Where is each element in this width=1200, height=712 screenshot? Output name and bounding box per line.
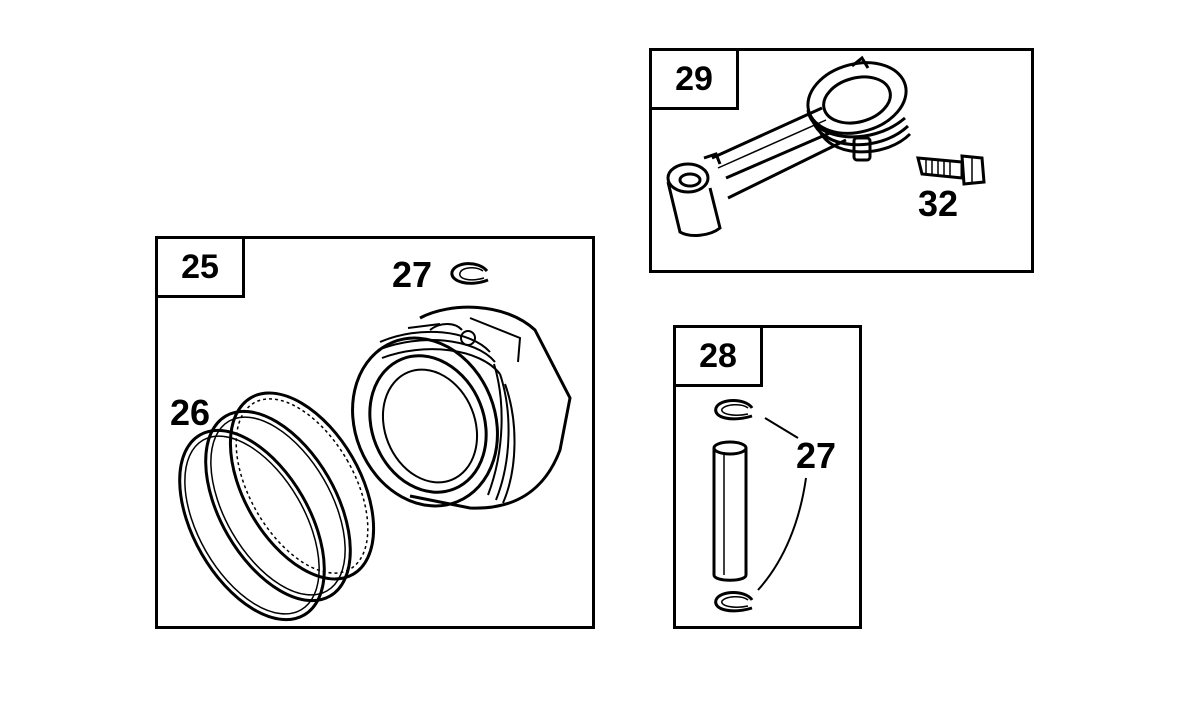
callout-leader-lines (758, 418, 806, 590)
connecting-rod-icon (668, 52, 914, 235)
rod-panel-ref-number: 29 (649, 48, 739, 110)
piston-rings-callout: 26 (170, 392, 211, 433)
retainer-clip-icon (716, 401, 752, 419)
retainer-clip-icon (716, 593, 752, 611)
piston-pin-icon (714, 442, 746, 580)
pin-panel-ref-number: 28 (673, 325, 763, 387)
piston-icon (328, 307, 570, 528)
pin-retainer-callout: 27 (796, 435, 837, 476)
rod-bolt-callout: 32 (918, 183, 959, 224)
connecting-rod-panel: 29 (649, 48, 1034, 273)
retainer-clip-callout: 27 (392, 254, 433, 295)
piston-pin-panel: 28 (673, 325, 862, 629)
piston-panel-ref-number: 25 (155, 236, 245, 298)
retainer-clip-icon (452, 264, 488, 284)
rod-bolt-icon (918, 156, 984, 184)
piston-rings-icon (150, 369, 403, 644)
